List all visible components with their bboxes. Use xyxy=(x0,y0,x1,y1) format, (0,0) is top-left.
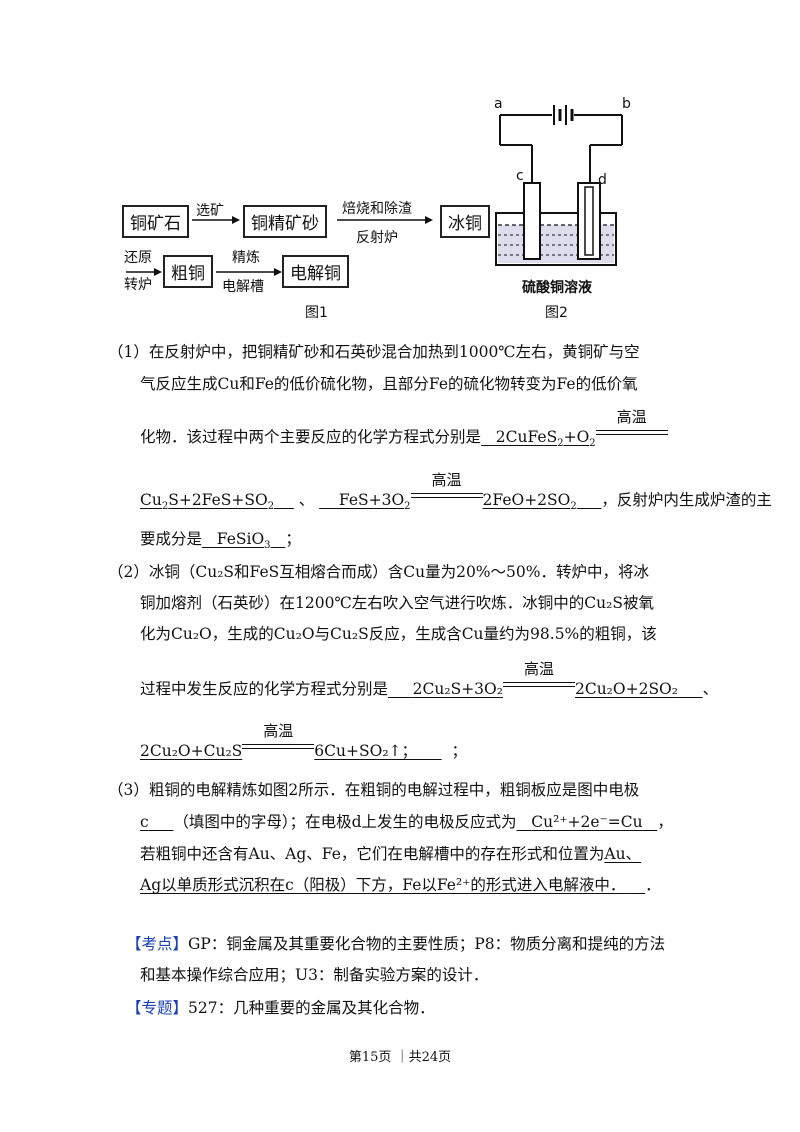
q3-line-4-end: ． xyxy=(645,876,661,894)
q1-answer-3: FeSiO3 xyxy=(216,530,271,552)
q1-eq2-products: 2FeO+2SO2 xyxy=(482,491,577,513)
q3-reaction-formula: Cu²⁺+2e⁻=Cu xyxy=(531,813,643,831)
q1-separator: 、 xyxy=(298,491,315,509)
q2-eq1-right: 2Cu₂O+2SO₂ xyxy=(574,680,678,698)
q1-eq1-reactant-2: +O xyxy=(563,428,590,446)
figure-1-caption: 图1 xyxy=(305,305,328,321)
q3-line-2-text: （填图中的字母）；在电极d上发生的电极反应式为 xyxy=(173,813,517,831)
high-temp-sign-4: 高温 xyxy=(242,722,315,756)
q3-electrode-letter: c xyxy=(140,813,149,831)
arrow2-bottom-label: 反射炉 xyxy=(356,230,398,246)
page-footer: 第15页 ｜共24页 xyxy=(348,1050,452,1065)
q1-answer-1-end: Cu2S+2FeS+SO2 xyxy=(140,491,275,513)
q3-answer-end: Ag以单质形式沉积在c（阳极）下方，Fe以Fe²⁺的形式进入电解液中． xyxy=(140,876,645,894)
kaodian-line-1: 【考点】GP：铜金属及其重要化合物的主要性质；P8：物质分离和提纯的方法 xyxy=(126,932,665,954)
q1-slag-formula: FeSiO xyxy=(216,530,265,548)
high-temp-sign-2: 高温 xyxy=(410,471,483,505)
q2-line-4: 过程中发生反应的化学方程式分别是 2Cu₂S+3O₂ 高温 2Cu₂O+2SO₂ 、 xyxy=(140,660,719,699)
q1-eq2-reactant: FeS+3O xyxy=(338,491,405,509)
q3-answer-reaction: Cu²⁺+2e⁻=Cu xyxy=(517,813,658,831)
q1-eq1-product-2: S+2FeS+SO xyxy=(168,491,268,509)
arrow-left xyxy=(126,268,162,276)
q3-line-1: （3）粗铜的电解精炼如图2所示．在粗铜的电解过程中，粗铜板应是图中电极 xyxy=(108,781,640,799)
condition-label-4: 高温 xyxy=(263,722,294,740)
high-temp-sign: 高温 xyxy=(595,408,668,442)
q1-line-4: Cu2S+2FeS+SO2 、 FeS+3O2 高温 2FeO+2SO2 ，反射炉内… xyxy=(140,471,772,513)
q2-separator: 、 xyxy=(702,680,719,698)
q3-line-2: c （填图中的字母）；在电极d上发生的电极反应式为 Cu²⁺+2e⁻=Cu ， xyxy=(140,810,673,832)
q2-eq2-right: 6Cu+SO₂↑； xyxy=(314,742,418,760)
q3-answer-electrode: c xyxy=(140,813,173,831)
q3-line-3: 若粗铜中还含有Au、Ag、Fe，它们在电解槽中的存在形式和位置为Au、 xyxy=(140,842,641,864)
q2-line-5-end: ； xyxy=(451,742,468,760)
box-ore: 铜矿石 xyxy=(122,205,189,238)
kaodian-line-2: 和基本操作综合应用；U3：制备实验方案的设计． xyxy=(140,966,489,984)
zhuanti-line: 【专题】527：几种重要的金属及其化合物． xyxy=(126,996,435,1018)
q1-answer-1-start: 2CuFeS2+O2 xyxy=(495,428,596,450)
kaodian-text-1: GP：铜金属及其重要化合物的主要性质；P8：物质分离和提纯的方法 xyxy=(188,935,666,953)
solution-label: 硫酸铜溶液 xyxy=(522,280,592,296)
q1-line-5: 要成分是 FeSiO3 ； xyxy=(140,527,301,551)
q2-eq2-left: 2Cu₂O+Cu₂S xyxy=(140,742,243,760)
q2-line-4-text: 过程中发生反应的化学方程式分别是 xyxy=(140,680,389,698)
q2-line-2: 铜加熔剂（石英砂）在1200℃左右吹入空气进行吹炼．冰铜中的Cu₂S被氧 xyxy=(140,594,654,612)
q1-line-3-text: 化物．该过程中两个主要反应的化学方程式分别是 xyxy=(140,428,482,446)
terminal-a-label: a xyxy=(494,96,503,112)
condition-label-2: 高温 xyxy=(431,471,462,489)
q1-line-3: 化物．该过程中两个主要反应的化学方程式分别是 2CuFeS2+O2 高温 xyxy=(140,408,668,450)
electrolysis-diagram xyxy=(495,105,623,266)
figure-2-caption: 图2 xyxy=(545,305,568,321)
box-crude-copper: 粗铜 xyxy=(163,255,213,288)
q1-line-5-end: ； xyxy=(285,530,301,548)
q3-line-3-text: 若粗铜中还含有Au、Ag、Fe，它们在电解槽中的存在形式和位置为 xyxy=(140,845,605,863)
q1-line-5-text: 要成分是 xyxy=(140,530,203,548)
kaodian-tag: 【考点】 xyxy=(126,935,189,953)
q3-answer-text: Ag以单质形式沉积在c（阳极）下方，Fe以Fe²⁺的形式进入电解液中． xyxy=(140,876,626,894)
high-temp-sign-3: 高温 xyxy=(502,660,575,694)
q1-eq1-product-1: Cu xyxy=(140,491,162,509)
terminal-b-label: b xyxy=(622,96,631,112)
arrow3-top-label: 精炼 xyxy=(232,250,260,266)
q1-line-1: （1）在反射炉中，把铜精矿砂和石英砂混合加热到1000℃左右，黄铜矿与空 xyxy=(108,343,640,361)
q2-line-5: 2Cu₂O+Cu₂S 高温 6Cu+SO₂↑； ； xyxy=(140,722,468,761)
q3-line-4: Ag以单质形式沉积在c（阳极）下方，Fe以Fe²⁺的形式进入电解液中． ． xyxy=(140,873,661,895)
zhuanti-text: 527：几种重要的金属及其化合物． xyxy=(188,999,435,1017)
q2-line-1: （2）冰铜（Cu₂S和FeS互相熔合而成）含Cu量为20%～50%．转炉中，将冰 xyxy=(108,563,649,581)
arrow3-bottom-label: 电解槽 xyxy=(222,279,264,295)
q1-eq1-reactant: 2CuFeS xyxy=(495,428,558,446)
arrow-3 xyxy=(216,268,282,276)
arrow1-label: 选矿 xyxy=(196,203,224,219)
q2-eq2-products: 6Cu+SO₂↑； xyxy=(314,742,441,760)
condition-label-3: 高温 xyxy=(523,660,554,678)
box-electrolytic-copper: 电解铜 xyxy=(282,255,349,288)
q1-answer-2: FeS+3O2 xyxy=(338,491,411,513)
q2-eq1-reactants: 2Cu₂S+3O₂ xyxy=(388,680,503,698)
electrode-d-label: d xyxy=(598,172,607,188)
zhuanti-tag: 【专题】 xyxy=(126,999,189,1017)
arrow-1 xyxy=(192,216,240,224)
arrow-2 xyxy=(337,216,433,224)
q2-eq1-products: 2Cu₂O+2SO₂ xyxy=(575,680,703,698)
q1-line-2: 气反应生成Cu和Fe的低价硫化物，且部分Fe的硫化物转变为Fe的低价氧 xyxy=(140,375,638,393)
electrode-c-label: c xyxy=(516,168,524,184)
left-top-label: 还原 xyxy=(124,250,152,266)
q3-line-2-end: ， xyxy=(657,813,673,831)
left-bottom-label: 转炉 xyxy=(124,277,152,293)
box-concentrate: 铜精矿砂 xyxy=(243,205,327,238)
q2-eq1-left: 2Cu₂S+3O₂ xyxy=(412,680,503,698)
q1-eq2-product: 2FeO+2SO xyxy=(482,491,571,509)
arrow2-top-label: 焙烧和除渣 xyxy=(342,201,412,217)
condition-label: 高温 xyxy=(616,408,647,426)
box-matte: 冰铜 xyxy=(440,205,490,238)
q3-answer-start: Au、 xyxy=(604,845,642,863)
q2-line-3: 化为Cu₂O，生成的Cu₂O与Cu₂S反应，生成含Cu量约为98.5%的粗铜，该 xyxy=(140,625,657,643)
q1-line-4-tail: ，反射炉内生成炉渣的主 xyxy=(601,491,772,509)
